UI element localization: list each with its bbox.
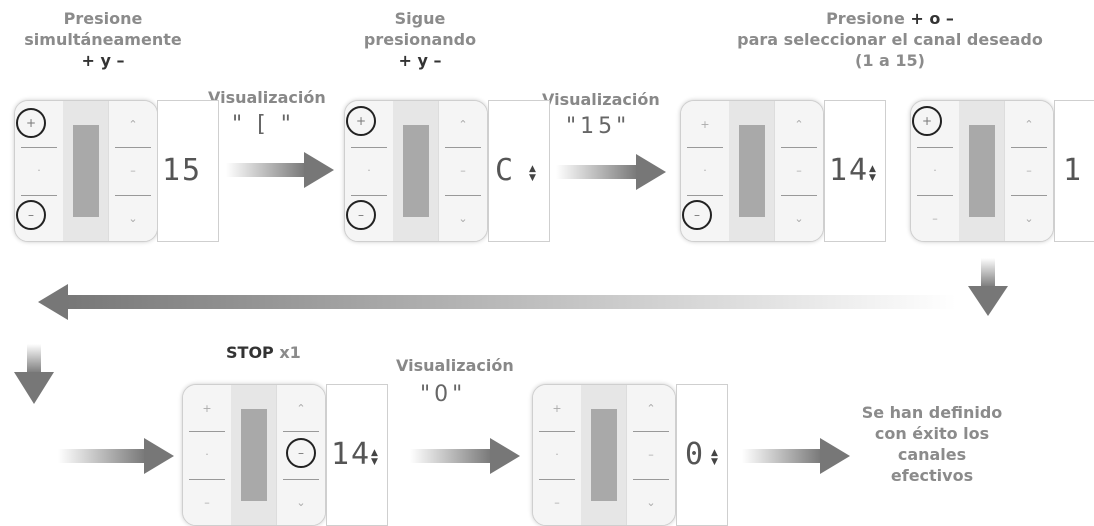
remote6-plus-button[interactable]: + bbox=[552, 401, 562, 415]
remote2-mid-button[interactable]: · bbox=[367, 163, 371, 177]
remote6-down-button[interactable]: ⌄ bbox=[646, 495, 656, 509]
step1-instruction: Presione simultáneamente + y – bbox=[18, 8, 188, 71]
remote4-stop-button[interactable]: – bbox=[1026, 163, 1032, 177]
arrow-right-4 bbox=[410, 438, 520, 474]
display-5-value: 14 bbox=[331, 437, 372, 472]
final-message: Se han definido con éxito los canales ef… bbox=[852, 402, 1012, 486]
remote6-up-button[interactable]: ⌃ bbox=[646, 401, 656, 415]
stop-text: STOP bbox=[226, 343, 274, 362]
arrow-down-left bbox=[14, 344, 54, 404]
step2-line2: presionando bbox=[363, 30, 477, 49]
step2-line1: Sigue bbox=[394, 9, 446, 28]
remote3-stop-button[interactable]: – bbox=[796, 163, 802, 177]
remote2-up-button[interactable]: ⌃ bbox=[458, 117, 468, 131]
arrow-right-1 bbox=[226, 152, 334, 188]
remote5-up-button[interactable]: ⌃ bbox=[296, 401, 306, 415]
step3-line3: (1 a 15) bbox=[855, 51, 925, 70]
display-6-value: 0 bbox=[685, 437, 706, 472]
display-3: 14▲▼ bbox=[824, 100, 886, 242]
up-down-arrows-icon: ▲▼ bbox=[869, 164, 876, 183]
step3-line2: para seleccionar el canal deseado bbox=[737, 30, 1043, 49]
up-down-arrows-icon: ▲▼ bbox=[711, 448, 718, 467]
remote5-down-button[interactable]: ⌄ bbox=[296, 495, 306, 509]
step2-instruction: Sigue presionando + y – bbox=[340, 8, 500, 71]
final-line4: efectivos bbox=[890, 466, 974, 485]
remote5-plus-button[interactable]: + bbox=[202, 401, 212, 415]
remote5-stop-highlight[interactable]: – bbox=[286, 438, 316, 468]
step3-instruction: Presione + o – para seleccionar el canal… bbox=[710, 8, 1070, 71]
display-4: 1 bbox=[1054, 100, 1094, 242]
remote2-down-button[interactable]: ⌄ bbox=[458, 211, 468, 225]
remote1-stop-button[interactable]: – bbox=[130, 163, 136, 177]
up-down-arrows-icon: ▲▼ bbox=[529, 164, 536, 183]
arrow-left-long bbox=[38, 284, 956, 320]
quote-2: "15" bbox=[566, 114, 631, 139]
remote4-up-button[interactable]: ⌃ bbox=[1024, 117, 1034, 131]
remote5-minus-button[interactable]: – bbox=[204, 495, 210, 509]
remote1-up-button[interactable]: ⌃ bbox=[128, 117, 138, 131]
arrow-right-2 bbox=[556, 154, 666, 190]
remote3-mid-button[interactable]: · bbox=[703, 163, 707, 177]
remote1-down-button[interactable]: ⌄ bbox=[128, 211, 138, 225]
step2-line3: + y – bbox=[398, 51, 442, 70]
stop-count: x1 bbox=[279, 343, 301, 362]
remote6-stop-button[interactable]: – bbox=[648, 447, 654, 461]
display-6: 0 ▲▼ bbox=[676, 384, 728, 526]
remote-2: · ⌃ – ⌄ bbox=[344, 100, 488, 242]
remote4-plus-highlight[interactable]: + bbox=[912, 106, 942, 136]
remote3-up-button[interactable]: ⌃ bbox=[794, 117, 804, 131]
final-line1: Se han definido bbox=[861, 403, 1003, 422]
display-5: 14▲▼ bbox=[326, 384, 388, 526]
remote4-down-button[interactable]: ⌄ bbox=[1024, 211, 1034, 225]
step1-line1: Presione bbox=[63, 9, 143, 28]
stop-label: STOP x1 bbox=[226, 342, 316, 363]
display-2-value: C bbox=[495, 153, 516, 188]
remote6-minus-button[interactable]: – bbox=[554, 495, 560, 509]
remote3-plus-button[interactable]: + bbox=[700, 117, 710, 131]
quote-3: "0" bbox=[420, 382, 467, 407]
step1-line3: + y – bbox=[81, 51, 125, 70]
final-line3: canales bbox=[897, 445, 967, 464]
display-3-value: 14 bbox=[829, 153, 870, 188]
remote5-mid-button[interactable]: · bbox=[205, 447, 209, 461]
remote1-mid-button[interactable]: · bbox=[37, 163, 41, 177]
remote1-minus-highlight[interactable]: – bbox=[16, 200, 46, 230]
remote1-plus-highlight[interactable]: + bbox=[16, 108, 46, 138]
arrow-right-5 bbox=[742, 438, 850, 474]
arrow-down-right bbox=[968, 258, 1008, 316]
quote-1: " [ " bbox=[232, 112, 295, 137]
arrow-right-3 bbox=[58, 438, 174, 474]
remote2-plus-highlight[interactable]: + bbox=[346, 106, 376, 136]
vis-label-1: Visualización bbox=[208, 88, 326, 107]
vis-label-2: Visualización bbox=[542, 90, 660, 109]
step1-line2: simultáneamente bbox=[24, 30, 182, 49]
remote-6: + · – ⌃ – ⌄ bbox=[532, 384, 676, 526]
remote3-down-button[interactable]: ⌄ bbox=[794, 211, 804, 225]
remote2-minus-highlight[interactable]: – bbox=[346, 200, 376, 230]
display-1: 15 bbox=[157, 100, 219, 242]
display-1-value: 15 bbox=[162, 153, 203, 188]
step3-line1-pre: Presione bbox=[826, 9, 911, 28]
display-4-value: 1 bbox=[1063, 153, 1084, 188]
remote2-stop-button[interactable]: – bbox=[460, 163, 466, 177]
remote6-mid-button[interactable]: · bbox=[555, 447, 559, 461]
remote4-minus-button[interactable]: – bbox=[932, 211, 938, 225]
remote3-minus-highlight[interactable]: – bbox=[682, 200, 712, 230]
final-line2: con éxito los bbox=[874, 424, 990, 443]
remote4-mid-button[interactable]: · bbox=[933, 163, 937, 177]
vis-label-3: Visualización bbox=[396, 356, 514, 375]
up-down-arrows-icon: ▲▼ bbox=[371, 448, 378, 467]
display-2: C ▲▼ bbox=[488, 100, 550, 242]
step3-line1-bold: + o – bbox=[910, 9, 954, 28]
